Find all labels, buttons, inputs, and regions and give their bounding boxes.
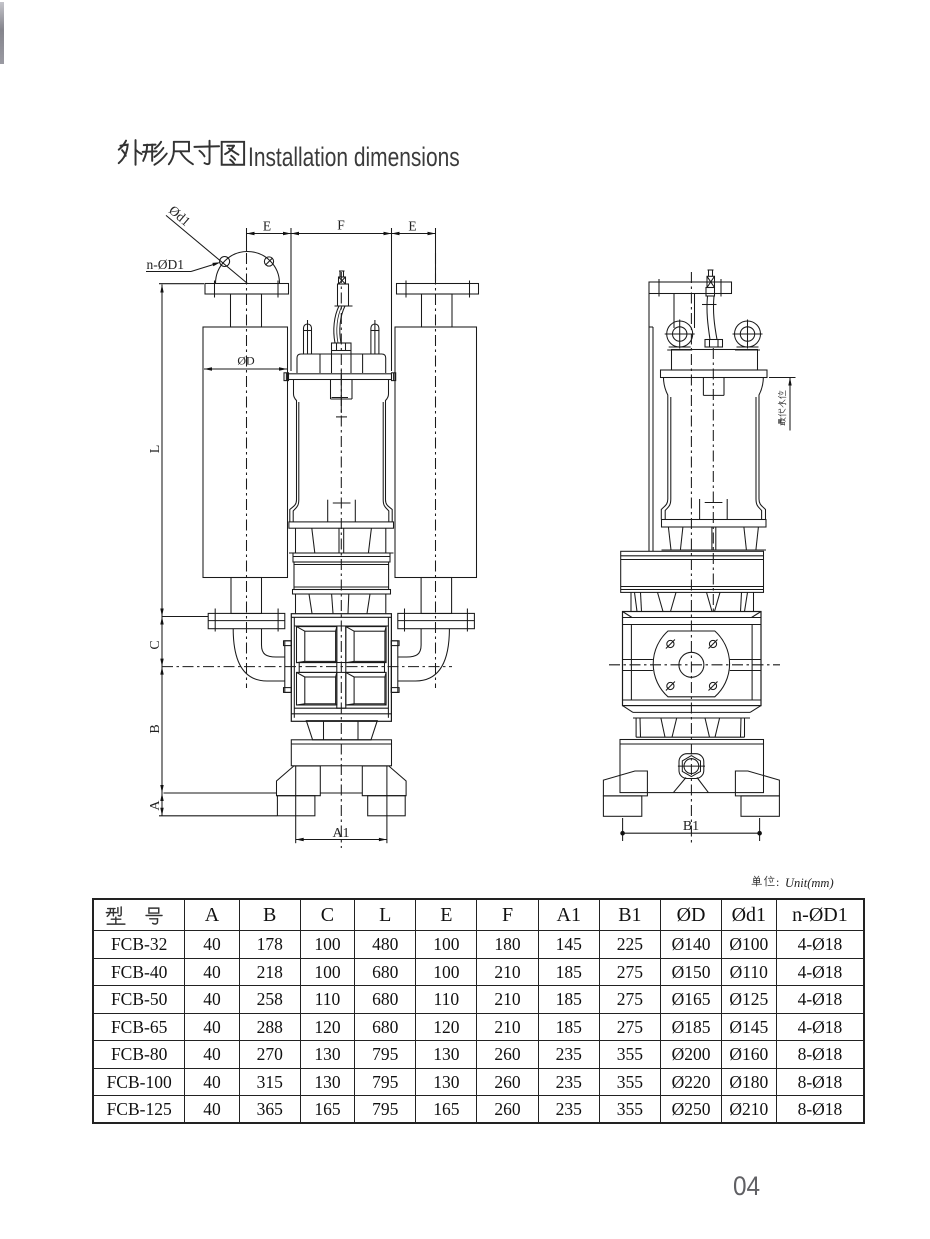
svg-text:n-ØD1: n-ØD1 bbox=[147, 257, 185, 272]
svg-text:A1: A1 bbox=[332, 826, 349, 841]
svg-text::: : bbox=[776, 875, 779, 889]
svg-text:C: C bbox=[148, 640, 163, 649]
svg-text:F: F bbox=[337, 218, 345, 233]
svg-text:B1: B1 bbox=[683, 819, 699, 834]
svg-text:A: A bbox=[148, 800, 163, 811]
svg-text:L: L bbox=[148, 445, 163, 454]
svg-text:E: E bbox=[263, 219, 271, 234]
svg-text:Ød1: Ød1 bbox=[166, 202, 193, 229]
svg-text:ØD: ØD bbox=[237, 354, 255, 368]
svg-text:B: B bbox=[148, 724, 163, 733]
svg-text:E: E bbox=[408, 219, 416, 234]
